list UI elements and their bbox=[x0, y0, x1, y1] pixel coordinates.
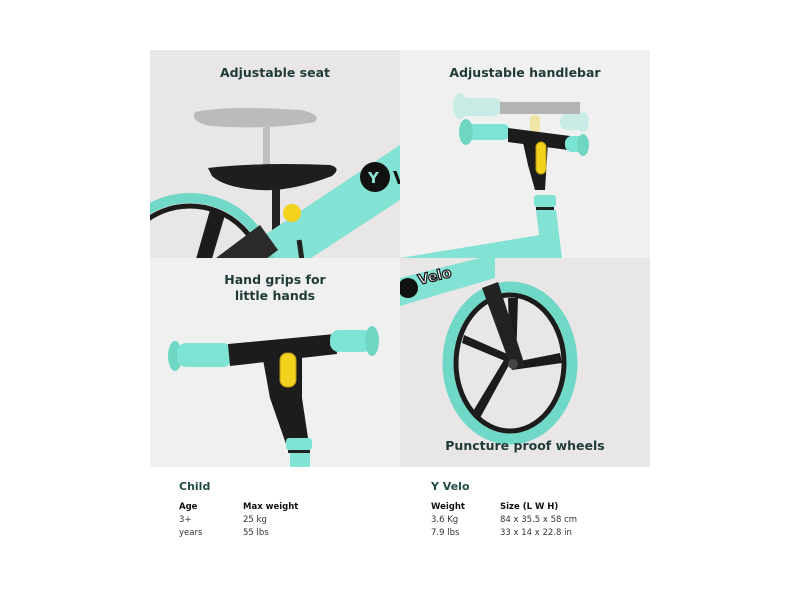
spec-weight-lbs: 7.9 lbs bbox=[431, 528, 460, 538]
panel-hand-grips: Hand grips for little hands bbox=[150, 258, 400, 467]
panel-puncture-proof-wheels: Velo Puncture proof wheels bbox=[400, 258, 650, 467]
spec-size-in: 33 x 14 x 22.8 in bbox=[500, 528, 572, 538]
caption-line-2: little hands bbox=[234, 288, 316, 303]
caption-puncture-proof-wheels: Puncture proof wheels bbox=[445, 438, 605, 453]
spec-max-weight: Max weight 25 kg 55 lbs bbox=[243, 502, 333, 540]
specs-product: Y Velo Weight 3.6 Kg 7.9 lbs Size (L W H… bbox=[431, 480, 577, 538]
spec-max-weight-label: Max weight bbox=[243, 502, 299, 512]
spec-size: Size (L W H) 84 x 35.5 x 58 cm 33 x 14 x… bbox=[500, 502, 620, 540]
spec-weight: Weight 3.6 Kg 7.9 lbs bbox=[431, 502, 491, 540]
spec-age: Age 3+ years bbox=[179, 502, 210, 540]
spec-size-label: Size (L W H) bbox=[500, 502, 559, 512]
specs-child-heading: Child bbox=[179, 480, 211, 493]
feature-grid: Adjustable seat Y V bbox=[150, 50, 650, 467]
caption-adjustable-seat: Adjustable seat bbox=[219, 65, 331, 80]
spec-age-label: Age bbox=[179, 502, 198, 512]
spec-size-cm: 84 x 35.5 x 58 cm bbox=[500, 515, 578, 525]
seat-illustration: Y V bbox=[150, 107, 400, 258]
spec-max-weight-lbs: 55 lbs bbox=[243, 528, 269, 538]
svg-text:Y: Y bbox=[367, 169, 380, 187]
caption-adjustable-handlebar: Adjustable handlebar bbox=[449, 65, 601, 80]
spec-weight-kg: 3.6 Kg bbox=[431, 515, 459, 525]
svg-text:V: V bbox=[393, 168, 400, 189]
spec-max-weight-kg: 25 kg bbox=[243, 515, 267, 525]
handlebar-illustration bbox=[400, 93, 589, 258]
hand-grips-illustration bbox=[168, 326, 379, 467]
wheel-illustration: Velo bbox=[400, 258, 578, 445]
spec-age-value: 3+ years bbox=[179, 515, 203, 538]
panel-adjustable-handlebar: Adjustable handlebar bbox=[400, 50, 650, 258]
specs-child: Child Age 3+ years Max weight 25 kg 55 l… bbox=[179, 480, 298, 538]
panel-adjustable-seat: Adjustable seat Y V bbox=[150, 50, 400, 258]
caption-line-1: Hand grips for bbox=[224, 272, 326, 287]
specs-product-heading: Y Velo bbox=[431, 480, 470, 493]
spec-weight-label: Weight bbox=[431, 502, 465, 512]
caption-hand-grips: Hand grips for little hands bbox=[150, 272, 400, 304]
